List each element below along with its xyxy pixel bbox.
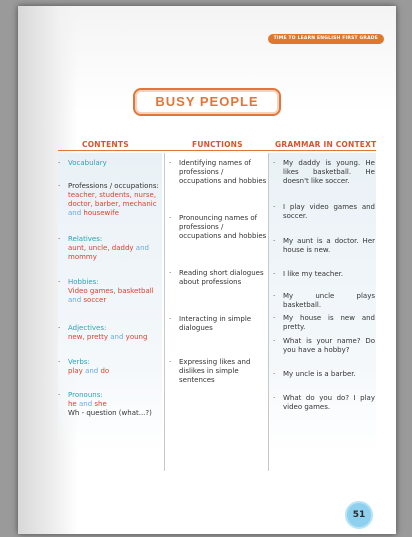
textbook-page: TIME TO LEARN ENGLISH FIRST GRADE BUSY P… <box>18 6 396 534</box>
unit-title: BUSY PEOPLE <box>133 88 281 116</box>
function-item: · Identifying names of professions / occ… <box>169 159 267 185</box>
contents-vocabulary: · Vocabulary <box>58 159 107 167</box>
grammar-heading: GRAMMAR IN CONTEXT <box>275 140 377 149</box>
bullet: · <box>58 235 61 243</box>
bullet: · <box>58 358 61 366</box>
contents-adjectives: · Adjectives: new, pretty and young <box>58 324 148 341</box>
grammar-column-shade <box>268 153 376 453</box>
bullet: · <box>273 292 276 300</box>
bullet: · <box>58 159 61 167</box>
grammar-example: · My uncle is a barber. <box>273 370 356 378</box>
bullet: · <box>58 391 61 399</box>
bullet: · <box>273 314 276 322</box>
bullet: · <box>169 358 172 366</box>
bullet: · <box>169 315 172 323</box>
grammar-example: · I like my teacher. <box>273 270 344 278</box>
grammar-example: · My uncle plays basketball. <box>273 292 375 309</box>
column-divider-2 <box>268 153 269 471</box>
bullet: · <box>169 159 172 167</box>
bullet: · <box>273 370 276 378</box>
bullet: · <box>273 394 276 402</box>
grammar-example: · My aunt is a doctor. Her house is new. <box>273 237 375 254</box>
grammar-example: · My house is new and pretty. <box>273 314 375 331</box>
bullet: · <box>169 214 172 222</box>
contents-verbs: · Verbs: play and do <box>58 358 110 375</box>
function-item: · Interacting in simple dialogues <box>169 315 252 332</box>
contents-professions: · Professions / occupations: teacher, st… <box>58 182 159 217</box>
grammar-example: · What do you do? I play video games. <box>273 394 375 411</box>
function-item: · Expressing likes and dislikes in simpl… <box>169 358 251 384</box>
functions-heading: FUNCTIONS <box>192 140 243 149</box>
bullet: · <box>273 203 276 211</box>
grammar-example: · My daddy is young. He likes basketball… <box>273 159 375 185</box>
bullet: · <box>273 237 276 245</box>
contents-relatives: · Relatives: aunt, uncle, daddy and momm… <box>58 235 149 261</box>
bullet: · <box>58 324 61 332</box>
function-item: · Reading short dialogues about professi… <box>169 269 264 286</box>
contents-hobbies: · Hobbies: Video games, basketball and s… <box>58 278 154 304</box>
header-rule <box>58 150 376 151</box>
bullet: · <box>58 182 61 190</box>
bullet: · <box>273 270 276 278</box>
function-item: · Pronouncing names of professions / occ… <box>169 214 267 240</box>
contents-column-shade <box>58 153 162 453</box>
contents-heading: CONTENTS <box>82 140 129 149</box>
series-tag: TIME TO LEARN ENGLISH FIRST GRADE <box>267 34 384 44</box>
grammar-example: · What is your name? Do you have a hobby… <box>273 337 375 354</box>
grammar-example: · I play video games and soccer. <box>273 203 375 220</box>
bullet: · <box>58 278 61 286</box>
page-number-badge: 51 <box>345 501 373 529</box>
bullet: · <box>273 337 276 345</box>
bullet: · <box>273 159 276 167</box>
contents-pronouns: · Pronouns: he and she Wh - question (wh… <box>58 391 152 417</box>
bullet: · <box>169 269 172 277</box>
column-divider-1 <box>164 153 165 471</box>
